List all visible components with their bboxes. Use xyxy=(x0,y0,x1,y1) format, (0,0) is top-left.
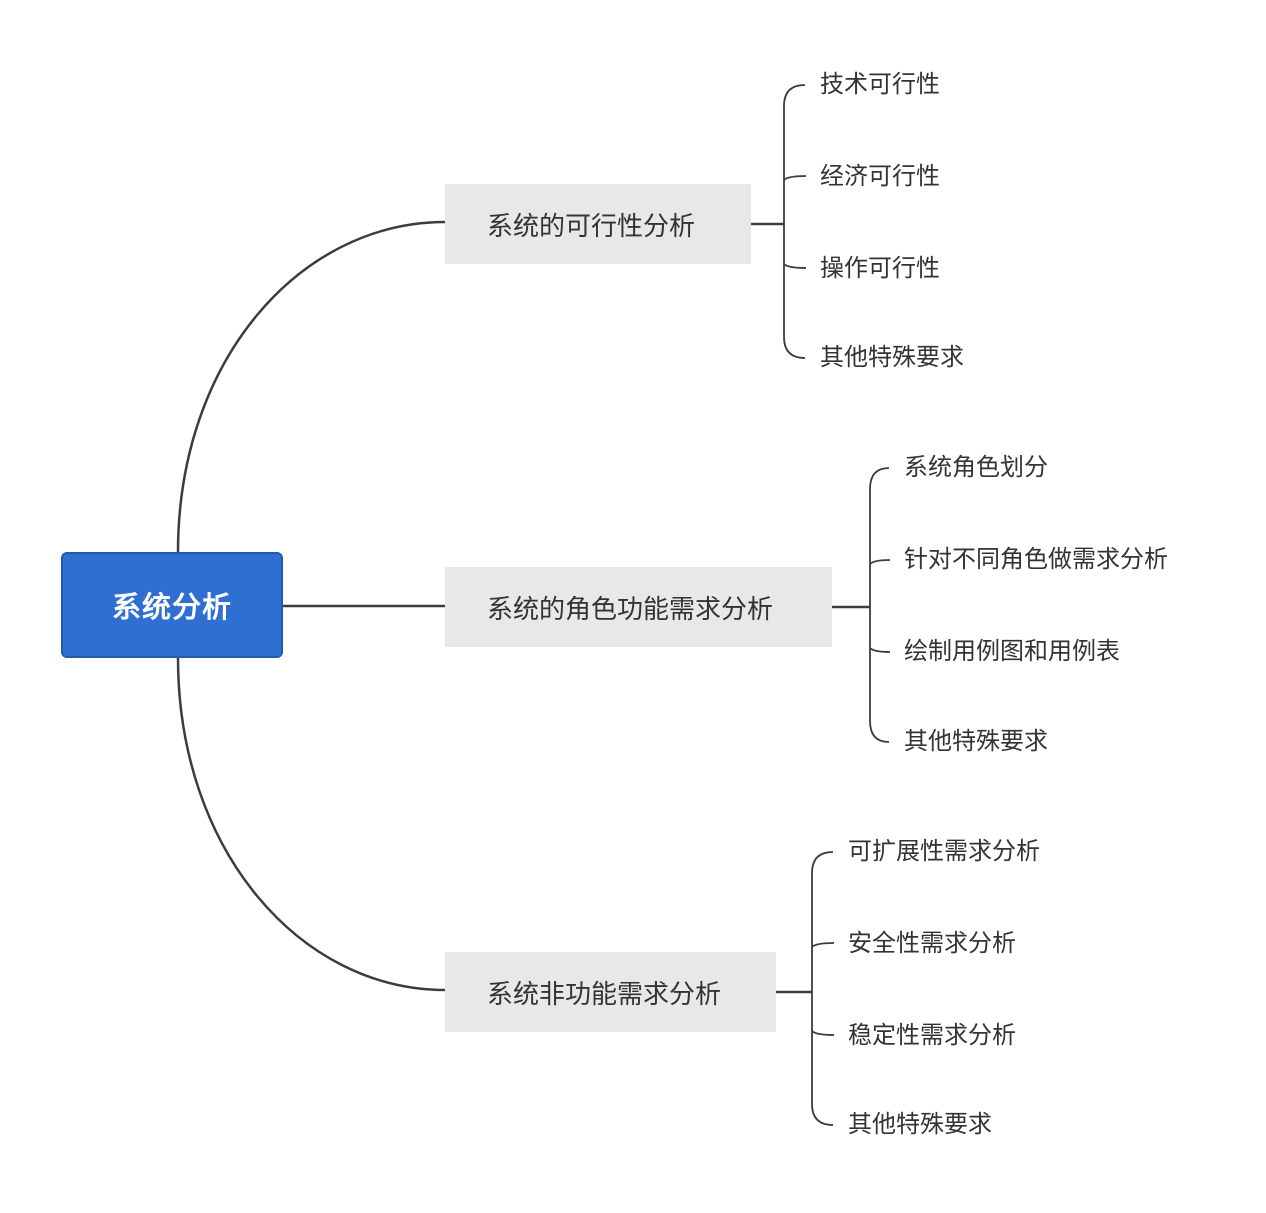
bracket-3-tick-2 xyxy=(811,942,835,948)
leaf-node[interactable]: 技术可行性 xyxy=(820,70,940,98)
branch-node-feasibility[interactable]: 系统的可行性分析 xyxy=(445,184,751,264)
bracket-2-tick-3 xyxy=(869,647,891,653)
branch-node-label: 系统的角色功能需求分析 xyxy=(487,594,774,625)
branch-node-label: 系统非功能需求分析 xyxy=(487,979,722,1010)
bracket-branch-3 xyxy=(811,851,834,1126)
leaf-node[interactable]: 操作可行性 xyxy=(820,254,940,282)
bracket-3-tick-3 xyxy=(811,1030,835,1036)
leaf-node[interactable]: 绘制用例图和用例表 xyxy=(904,637,1120,665)
bracket-1-tick-3 xyxy=(783,263,807,269)
leaf-node[interactable]: 其他特殊要求 xyxy=(848,1110,992,1138)
root-node-label: 系统分析 xyxy=(111,590,232,624)
bracket-1-tick-2 xyxy=(783,175,807,181)
connector-root-branch-3 xyxy=(176,657,446,992)
branch-node-role-function[interactable]: 系统的角色功能需求分析 xyxy=(445,567,832,647)
connector-root-branch-1 xyxy=(176,220,446,553)
leaf-node[interactable]: 针对不同角色做需求分析 xyxy=(904,545,1168,573)
leaf-node[interactable]: 稳定性需求分析 xyxy=(848,1021,1016,1049)
bracket-branch-1 xyxy=(783,84,806,359)
leaf-node[interactable]: 其他特殊要求 xyxy=(820,343,964,371)
root-node[interactable]: 系统分析 xyxy=(61,552,283,658)
branch-node-label: 系统的可行性分析 xyxy=(487,211,696,242)
leaf-node[interactable]: 可扩展性需求分析 xyxy=(848,837,1040,865)
branch-node-non-functional[interactable]: 系统非功能需求分析 xyxy=(445,952,776,1032)
bracket-2-tick-2 xyxy=(869,559,891,565)
leaf-node[interactable]: 其他特殊要求 xyxy=(904,727,1048,755)
bracket-branch-2 xyxy=(869,467,890,743)
leaf-node[interactable]: 系统角色划分 xyxy=(904,453,1048,481)
leaf-node[interactable]: 安全性需求分析 xyxy=(848,929,1016,957)
leaf-node[interactable]: 经济可行性 xyxy=(820,162,940,190)
